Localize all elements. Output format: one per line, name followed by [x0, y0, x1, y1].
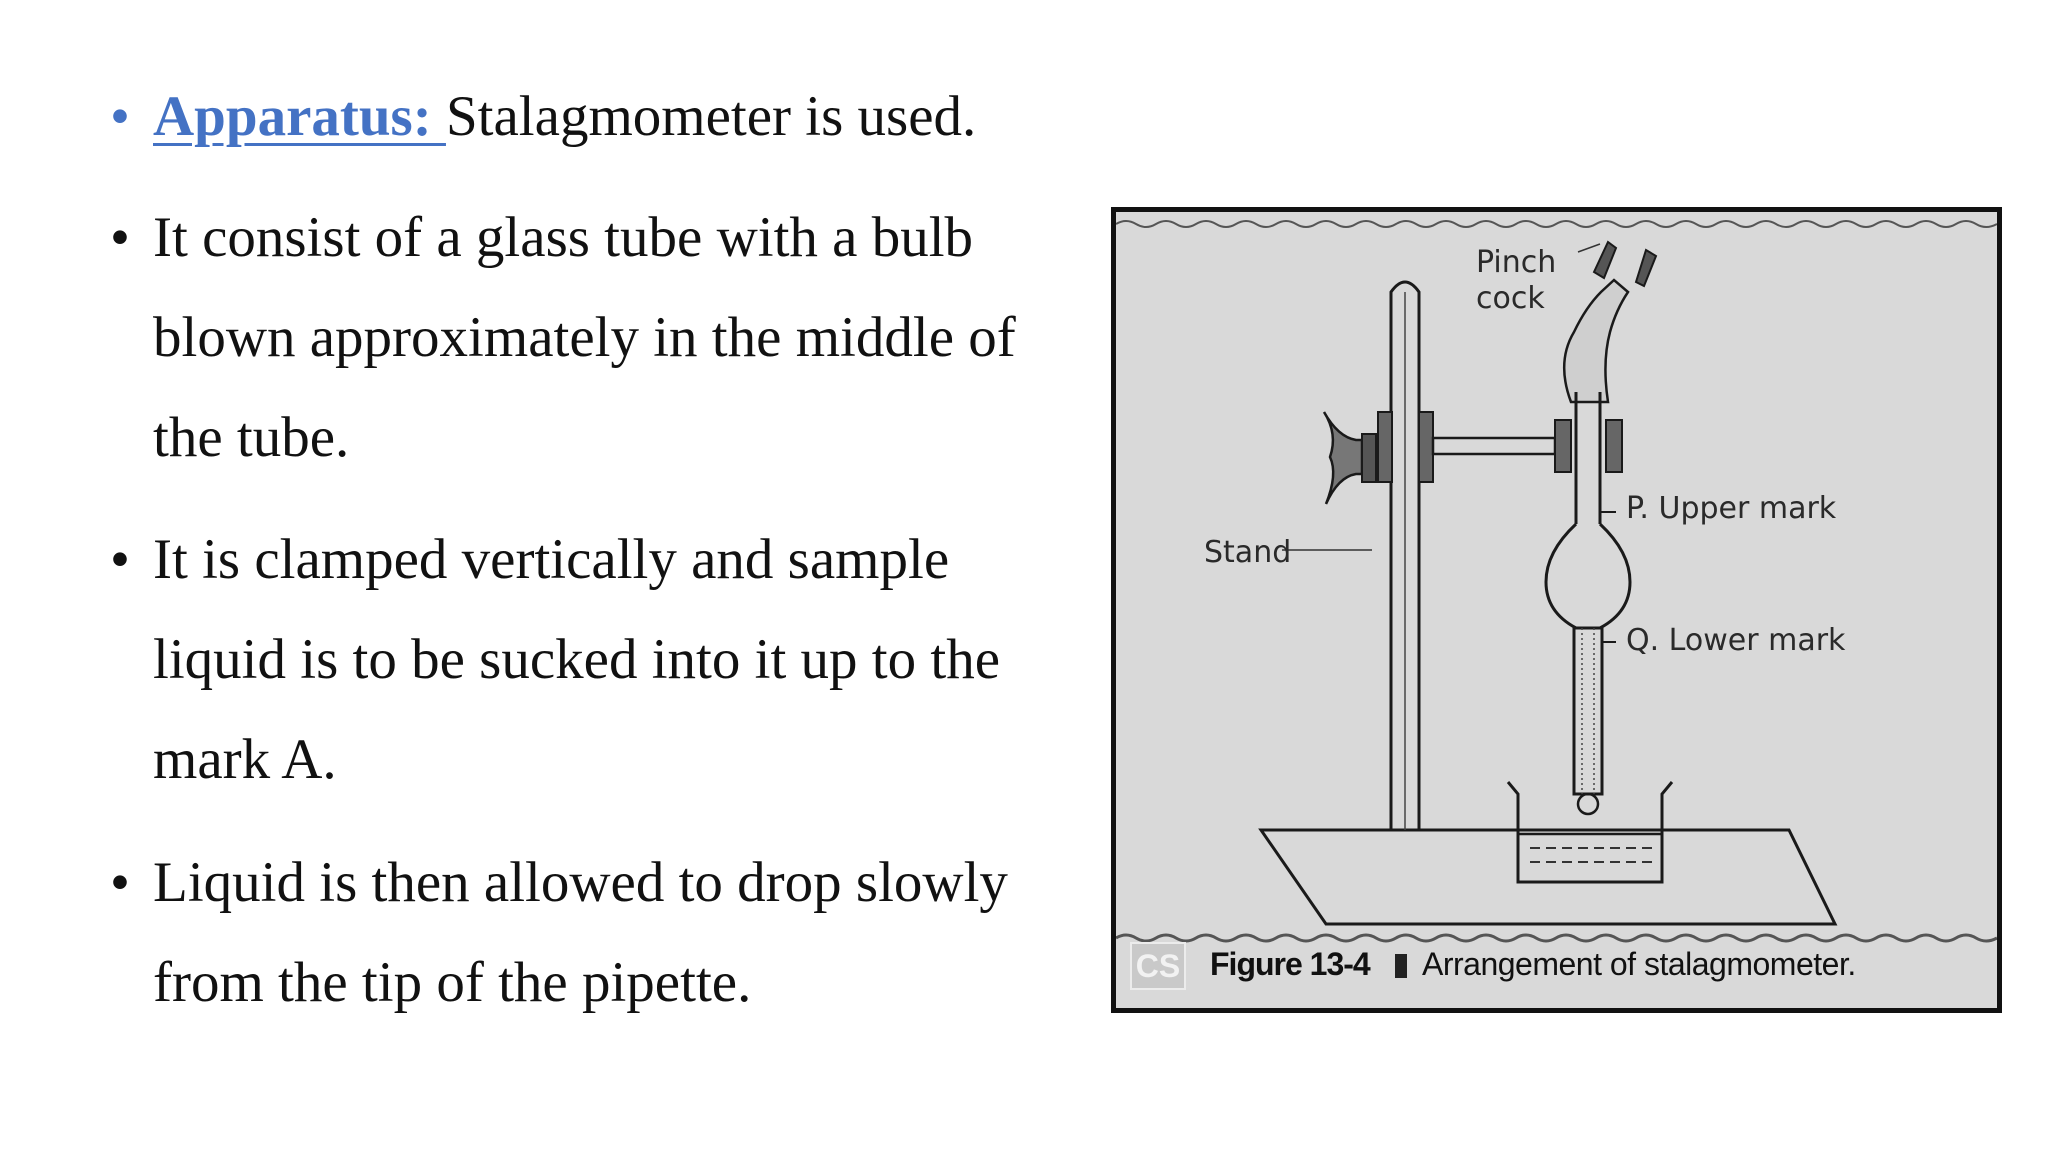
bullet-line: It is clamped vertically and sample — [153, 528, 950, 591]
stand-rod — [1389, 280, 1421, 830]
lower-mark-label: Q. Lower mark — [1626, 623, 1846, 658]
bullet-line: It consist of a glass tube with a bulb — [153, 206, 974, 269]
figure-caption: CS Figure 13-4 Arrangement of stalagmome… — [1116, 936, 1997, 1008]
figure-number: Figure 13-4 — [1210, 946, 1371, 982]
pinch-label-line2: cock — [1476, 281, 1545, 316]
torn-edge-bottom — [1116, 933, 1997, 943]
torn-edge-top — [1116, 220, 1997, 228]
cs-logo: CS — [1130, 942, 1186, 990]
bullet-line: Liquid is then allowed to drop slowly — [153, 851, 1008, 914]
bullet-line: blown approximately in the middle of — [153, 306, 1016, 369]
caption-separator-mark — [1395, 954, 1407, 978]
bulb — [1544, 522, 1632, 630]
pinch-cock — [1592, 240, 1618, 280]
bullet-marker: • — [110, 206, 130, 269]
bullet-line: mark A. — [153, 728, 337, 791]
bullet-marker: • — [110, 851, 130, 914]
stand-base — [1258, 828, 1838, 926]
stand-label: Stand — [1204, 535, 1291, 570]
capillary-lower — [1572, 626, 1604, 796]
drop-tip — [1576, 792, 1600, 816]
beaker — [1506, 781, 1674, 884]
wing-nut — [1322, 411, 1364, 505]
bullet-line: liquid is to be sucked into it up to the — [153, 628, 1001, 691]
bullet-line: the tube. — [153, 406, 350, 469]
clamp-arm — [1431, 436, 1557, 456]
rubber-tube — [1562, 278, 1630, 404]
upper-mark-label: P. Upper mark — [1626, 491, 1837, 526]
apparatus-text: Stalagmometer is used. — [445, 85, 977, 148]
bullet-list: • Apparatus: Stalagmometer is used. • It… — [110, 85, 1016, 1014]
apparatus-heading-link[interactable]: Apparatus: — [153, 85, 446, 148]
bullet-marker: • — [110, 85, 130, 148]
caption-text: Arrangement of stalagmometer. — [1422, 946, 1856, 982]
stalagmometer-figure: Pinch cock Stand P. Upper mark Q. Lower … — [1111, 207, 2002, 1013]
stand-clamp — [1377, 411, 1393, 483]
bullet-line: from the tip of the pipette. — [153, 951, 752, 1014]
pinch-label-line1: Pinch — [1476, 245, 1556, 280]
stalagmometer-diagram: Pinch cock Stand P. Upper mark Q. Lower … — [1116, 220, 1997, 943]
bullet-marker: • — [110, 528, 130, 591]
